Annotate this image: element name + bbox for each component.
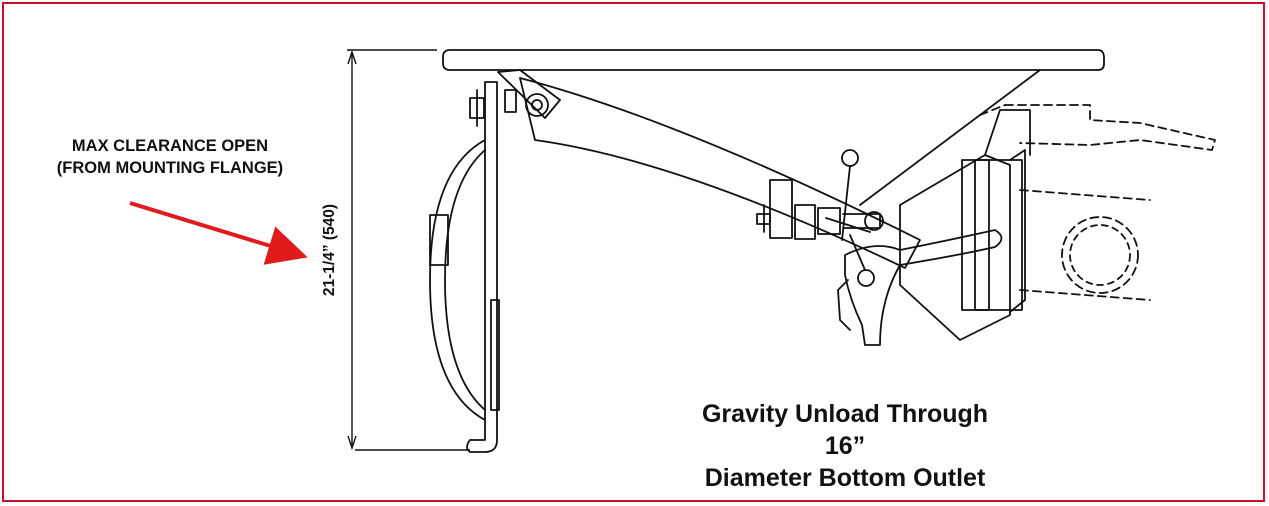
hopper-wall xyxy=(859,69,1041,206)
release-lever xyxy=(844,229,1003,346)
dimension-line xyxy=(347,49,470,451)
clearance-callout: MAX CLEARANCE OPEN (FROM MOUNTING FLANGE… xyxy=(30,135,310,179)
discharge-spout-dashed xyxy=(979,104,1216,301)
gate-plate xyxy=(466,81,498,453)
pipe-circle-dashed xyxy=(1061,216,1139,294)
cross-handle xyxy=(825,149,875,287)
caption-line-1: Gravity Unload Through 16” xyxy=(701,400,989,460)
clamp-bolt xyxy=(756,179,884,240)
mounting-flange xyxy=(442,49,1105,71)
hinge-link xyxy=(497,69,561,119)
caption-line-2: Diameter Bottom Outlet xyxy=(704,464,986,492)
outlet-dome xyxy=(429,139,486,421)
hinge-pin xyxy=(525,93,549,117)
callout-line-1: MAX CLEARANCE OPEN xyxy=(71,137,269,155)
diagram-caption: Gravity Unload Through 16” Diameter Bott… xyxy=(700,398,990,494)
pointer-arrow xyxy=(129,201,308,265)
hinge-arm xyxy=(519,77,921,269)
callout-line-2: (FROM MOUNTING FLANGE) xyxy=(56,159,284,177)
outlet-ring xyxy=(961,159,1023,311)
dome-boss xyxy=(429,214,449,266)
plate-bolt xyxy=(469,97,485,119)
